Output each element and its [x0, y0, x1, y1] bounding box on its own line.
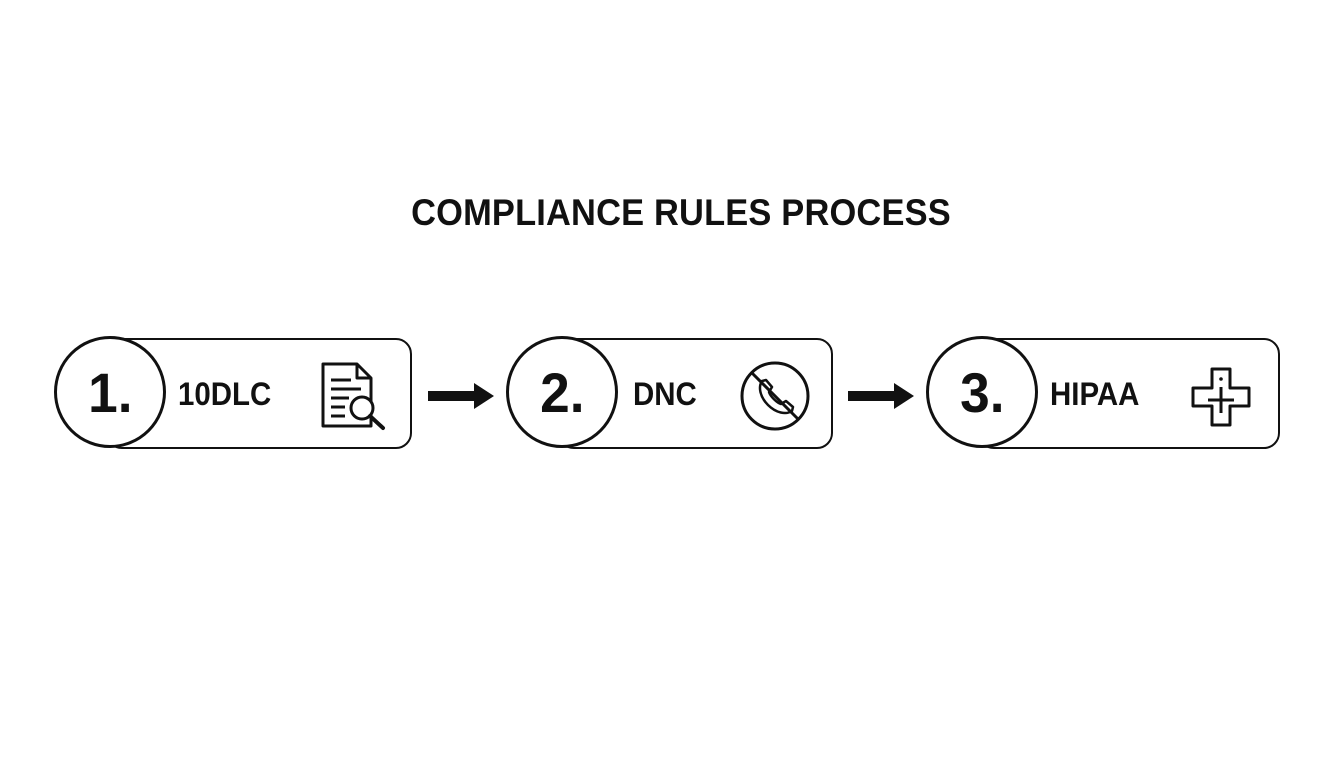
arrow-right-icon: [428, 383, 494, 409]
arrow-right-icon: [848, 383, 914, 409]
step-2-number-circle: 2.: [506, 336, 618, 448]
medical-cross-icon: [1191, 367, 1251, 427]
step-1-label: 10DLC: [178, 376, 272, 412]
step-3-number: 3.: [959, 361, 1005, 424]
step-1: 1. 10DLC: [54, 336, 412, 454]
step-1-number-circle: 1.: [54, 336, 166, 448]
step-2-label: DNC: [633, 376, 697, 412]
no-call-phone-icon: [740, 361, 810, 431]
step-3-number-circle: 3.: [926, 336, 1038, 448]
step-3-label: HIPAA: [1050, 376, 1140, 412]
diagram-title: COMPLIANCE RULES PROCESS: [411, 192, 951, 233]
step-1-number: 1.: [87, 361, 133, 424]
document-search-icon: [321, 362, 385, 430]
step-3: 3. HIPAA: [926, 336, 1280, 454]
step-2: 2. DNC: [506, 336, 833, 454]
step-2-number: 2.: [539, 361, 585, 424]
